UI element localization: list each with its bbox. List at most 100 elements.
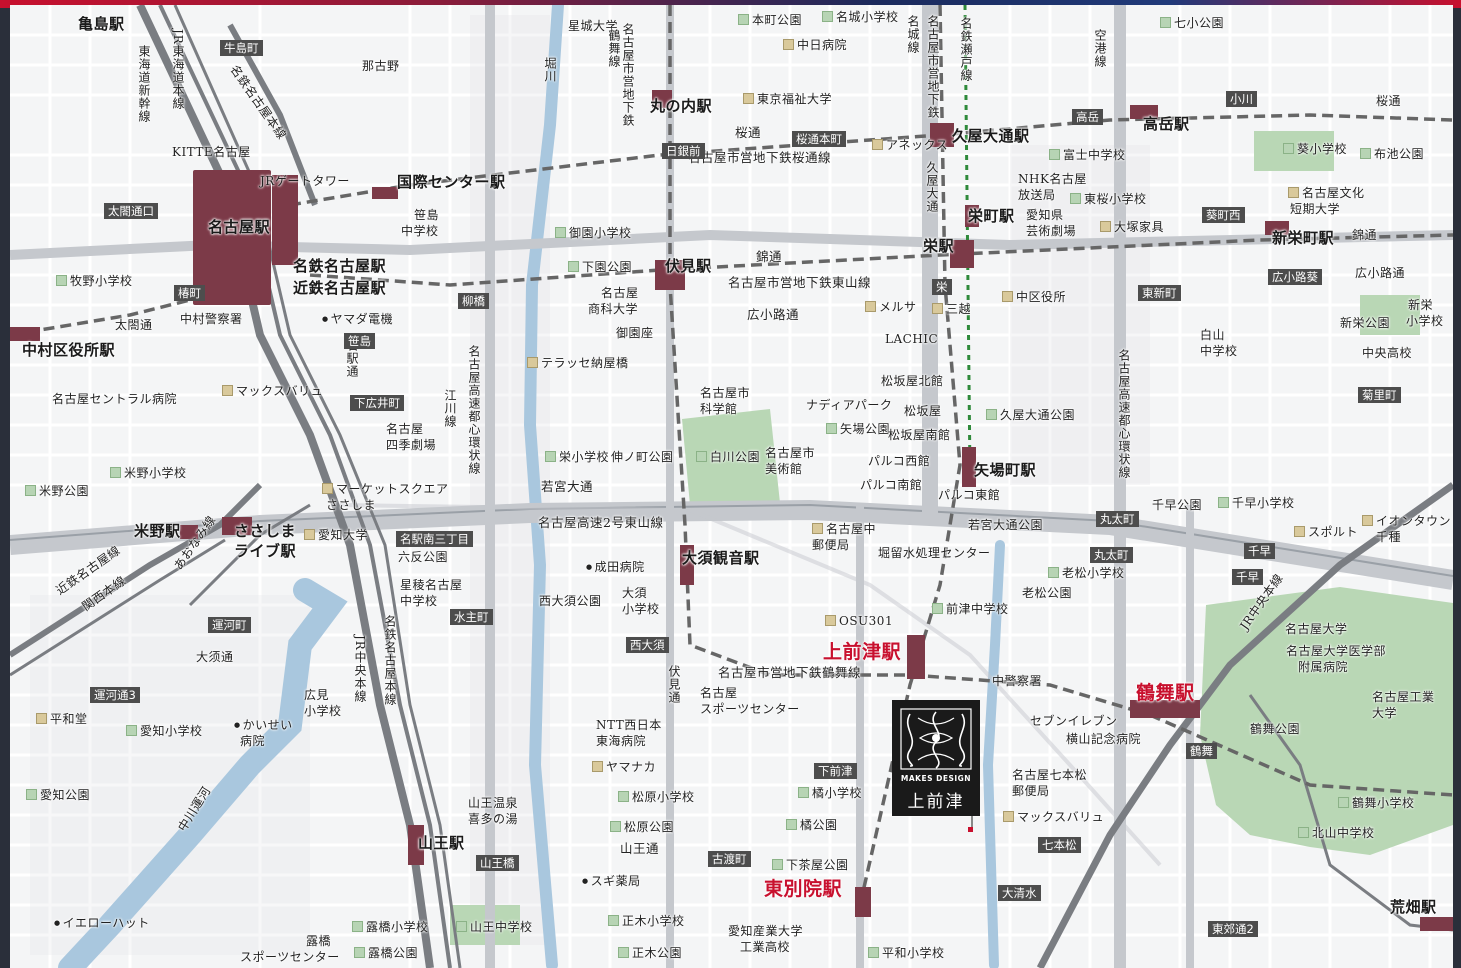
place-label: スポーツセンター bbox=[700, 702, 800, 716]
place-label: 錦通 bbox=[756, 249, 783, 264]
place-label: 下茶屋公園 bbox=[772, 859, 849, 871]
station-label[interactable]: ライブ駅 bbox=[234, 542, 297, 560]
place-label: 愛知県 bbox=[1026, 208, 1064, 222]
station-label[interactable]: 中村区役所駅 bbox=[22, 341, 116, 359]
place-label: 千種 bbox=[1376, 530, 1402, 544]
place-label: 広小路通 bbox=[747, 307, 800, 322]
station-label[interactable]: 栄町駅 bbox=[968, 207, 1015, 225]
station-label[interactable]: ささしま bbox=[234, 522, 297, 540]
station-label[interactable]: 近鉄名古屋駅 bbox=[293, 279, 387, 297]
place-label: 美術館 bbox=[765, 462, 803, 476]
place-label: 露橋公園 bbox=[354, 947, 418, 959]
place-label: 笹島 bbox=[414, 208, 440, 222]
station-label[interactable]: 鶴舞駅 bbox=[1136, 682, 1195, 704]
line-label: 名古屋高速都心環状線 bbox=[467, 345, 481, 475]
place-label: 小学校 bbox=[304, 704, 342, 718]
place-label: 平和堂 bbox=[36, 713, 88, 725]
place-label: 正木公園 bbox=[618, 947, 682, 959]
station-label[interactable]: 名古屋駅 bbox=[208, 218, 271, 236]
line-label: JR中央本線 bbox=[353, 635, 367, 703]
place-label: メルサ bbox=[865, 301, 917, 313]
place-label: 名古屋中 bbox=[812, 523, 876, 535]
place-label: 東桜小学校 bbox=[1070, 193, 1147, 205]
place-label: ヤマナカ bbox=[592, 761, 656, 773]
place-label: 太閤通 bbox=[115, 318, 153, 332]
station-label[interactable]: 新栄町駅 bbox=[1272, 229, 1335, 247]
intersection-tag: 太閤通口 bbox=[104, 203, 158, 219]
place-label: マックスバリュ bbox=[1003, 811, 1104, 823]
station-label[interactable]: 栄駅 bbox=[923, 237, 955, 255]
station-label[interactable]: 丸の内駅 bbox=[650, 97, 713, 115]
intersection-tag: 椿町 bbox=[174, 285, 205, 301]
intersection-tag: 水主町 bbox=[450, 609, 493, 625]
place-label: スポーツセンター bbox=[240, 950, 340, 964]
place-label: 四季劇場 bbox=[386, 438, 437, 452]
place-label: 愛知小学校 bbox=[126, 725, 203, 737]
place-label: 中村警察署 bbox=[180, 312, 243, 326]
place-label: 放送局 bbox=[1018, 188, 1056, 202]
station-label[interactable]: 伏見駅 bbox=[665, 257, 712, 275]
intersection-tag: 鶴舞 bbox=[1186, 743, 1217, 759]
place-label: 新栄 bbox=[1408, 298, 1434, 312]
place-label: 小学校 bbox=[622, 602, 660, 616]
property-location-pin bbox=[968, 827, 973, 832]
place-label: 名古屋セントラル病院 bbox=[52, 392, 178, 406]
place-label: 短期大学 bbox=[1290, 202, 1341, 216]
area-map[interactable]: 星城大学本町公園名城小学校七小公園中日病院那古野東京福祉大学桜通小川桜通アネック… bbox=[10, 5, 1453, 968]
place-label: 鶴舞小学校 bbox=[1338, 797, 1415, 809]
place-label: 松原公園 bbox=[610, 821, 674, 833]
intersection-tag: 牛島町 bbox=[220, 40, 263, 56]
place-label: 白山 bbox=[1200, 328, 1226, 342]
place-label: 中区役所 bbox=[1002, 291, 1066, 303]
place-label: ささしま bbox=[326, 498, 377, 512]
property-marker[interactable]: MAKES DESIGN 上前津 bbox=[892, 700, 980, 816]
station-label[interactable]: 矢場町駅 bbox=[974, 461, 1037, 479]
place-label: 名古屋工業 bbox=[1372, 690, 1435, 704]
place-label: 伸ノ町公園 bbox=[611, 450, 674, 464]
place-label: 六反公園 bbox=[398, 550, 449, 564]
intersection-tag: 笹島 bbox=[344, 333, 375, 349]
station-label[interactable]: 山王駅 bbox=[418, 834, 465, 852]
line-label: 空港線 bbox=[1093, 29, 1107, 68]
station-label[interactable]: 国際センター駅 bbox=[397, 173, 506, 191]
station-label[interactable]: 名鉄名古屋駅 bbox=[293, 257, 387, 275]
place-label: 中央高校 bbox=[1362, 346, 1413, 360]
line-label: JR東海道本線 bbox=[171, 29, 185, 110]
intersection-tag: 小川 bbox=[1226, 91, 1257, 107]
place-label: 中学校 bbox=[400, 594, 438, 608]
station-label[interactable]: 大須観音駅 bbox=[682, 549, 760, 567]
place-label: 錦通 bbox=[1352, 228, 1378, 242]
place-label: 広見 bbox=[304, 688, 330, 702]
place-label: 若宮大通 bbox=[541, 479, 594, 494]
place-label: 正木小学校 bbox=[608, 915, 685, 927]
place-label: 名古屋 bbox=[386, 422, 424, 436]
place-label: パルコ西館 bbox=[868, 454, 931, 468]
place-label: 米野小学校 bbox=[110, 467, 187, 479]
intersection-tag: 柳橋 bbox=[458, 293, 489, 309]
place-label: 名古屋市 bbox=[765, 446, 816, 460]
station-label[interactable]: 久屋大通駅 bbox=[952, 127, 1030, 145]
station-blocks bbox=[10, 90, 1453, 931]
station-label[interactable]: 高岳駅 bbox=[1143, 115, 1190, 133]
place-label: 米野公園 bbox=[25, 485, 89, 497]
station-label[interactable]: 東別院駅 bbox=[764, 878, 843, 900]
line-label: 名古屋市営地下鉄 bbox=[926, 15, 940, 119]
place-label: 愛知産業大学 bbox=[728, 924, 804, 938]
place-label: 牧野小学校 bbox=[56, 275, 133, 287]
line-label: 江川線 bbox=[443, 389, 457, 428]
station-label[interactable]: 米野駅 bbox=[134, 522, 181, 540]
place-label: 老松公園 bbox=[1022, 586, 1073, 600]
place-label: 名古屋市営地下鉄桜通線 bbox=[688, 150, 832, 165]
station-label[interactable]: 荒畑駅 bbox=[1390, 898, 1437, 916]
place-label: 七小公園 bbox=[1160, 17, 1224, 29]
place-label: 松坂屋 bbox=[904, 404, 942, 418]
station-label[interactable]: 亀島駅 bbox=[78, 15, 125, 33]
place-label: 前津中学校 bbox=[932, 603, 1009, 615]
place-label: 郵便局 bbox=[812, 538, 850, 552]
place-label: 露橋 bbox=[306, 934, 332, 948]
place-label: 名古屋市営地下鉄鶴舞線 bbox=[718, 665, 862, 680]
station-label[interactable]: 上前津駅 bbox=[823, 641, 902, 663]
place-label: 大须通 bbox=[196, 650, 234, 664]
map-canvas[interactable] bbox=[10, 5, 1453, 968]
place-label: 名古屋大学医学部 bbox=[1286, 644, 1387, 658]
